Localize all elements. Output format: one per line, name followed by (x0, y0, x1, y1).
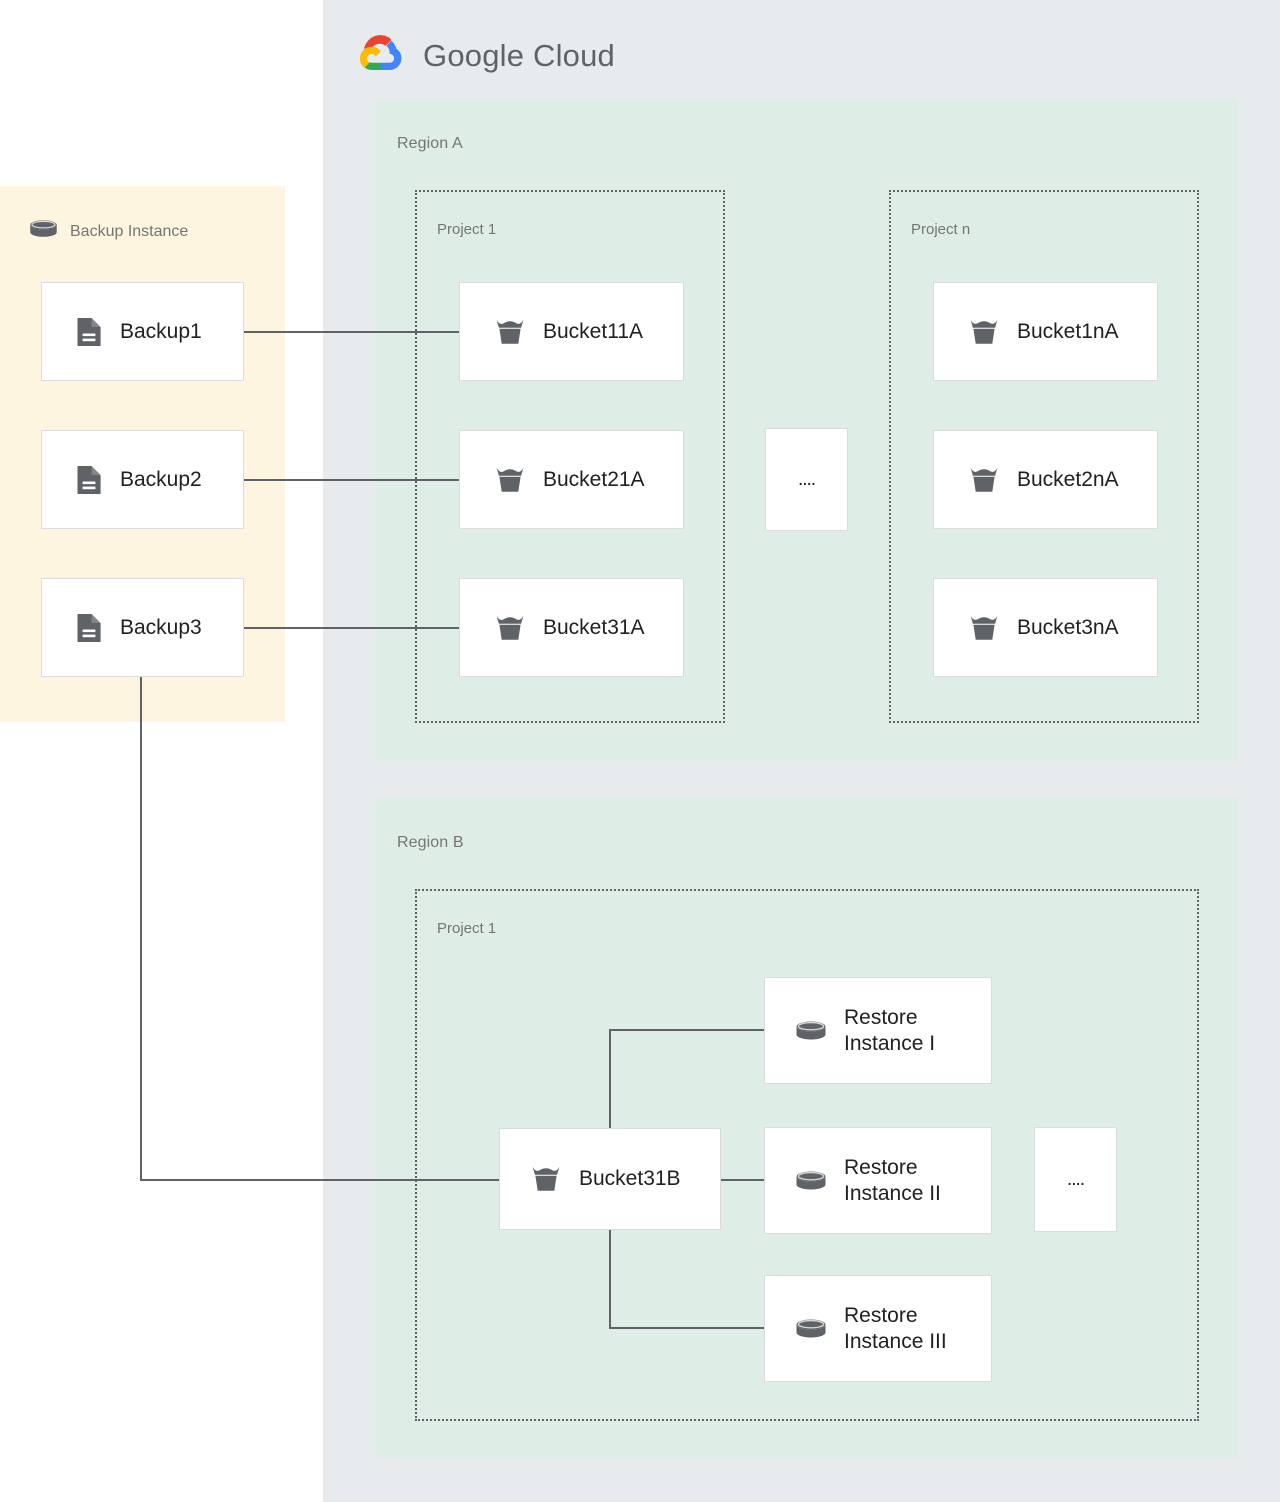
document-file-icon (75, 316, 103, 348)
brand-wordmark: Google Cloud (423, 38, 615, 74)
bucket-node-bucket31a[interactable]: Bucket31A (459, 578, 684, 677)
storage-bucket-icon (968, 465, 1000, 495)
backup-node-backup2[interactable]: Backup2 (41, 430, 244, 529)
brand-word-cloud: Cloud (533, 37, 615, 73)
storage-bucket-icon (494, 465, 526, 495)
database-cylinder-icon (28, 216, 59, 247)
node-label: Restore Instance I (844, 1005, 936, 1055)
bucket-node-bucket3na[interactable]: Bucket3nA (933, 578, 1158, 677)
region-a-label: Region A (397, 135, 463, 152)
restore-instance-node-iii[interactable]: Restore Instance III (764, 1275, 992, 1382)
node-label: Bucket21A (543, 467, 645, 491)
region-b-ellipsis-box: .... (1034, 1127, 1117, 1232)
backup-instance-title: Backup Instance (70, 222, 189, 240)
region-a-project-n-label: Project n (911, 221, 971, 238)
brand-word-google: Google (423, 37, 525, 73)
region-b-label: Region B (397, 834, 464, 851)
region-a-ellipsis-box: .... (765, 428, 848, 531)
region-a-project-1-boundary (415, 190, 725, 723)
node-label: Bucket31A (543, 615, 645, 639)
node-label: Bucket3nA (1017, 615, 1119, 639)
node-label: Bucket2nA (1017, 467, 1119, 491)
node-label: Restore Instance II (844, 1155, 941, 1205)
region-a-project-n-boundary (889, 190, 1199, 723)
node-label: Backup3 (120, 615, 202, 639)
ellipsis-label: .... (1066, 1168, 1085, 1190)
storage-bucket-icon (968, 317, 1000, 347)
document-file-icon (75, 464, 103, 496)
restore-instance-node-ii[interactable]: Restore Instance II (764, 1127, 992, 1234)
document-file-icon (75, 612, 103, 644)
node-label: Backup2 (120, 467, 202, 491)
google-cloud-logo: Google Cloud (357, 31, 615, 80)
database-cylinder-icon (794, 1017, 828, 1045)
node-label: Bucket11A (543, 319, 644, 343)
bucket-node-bucket2na[interactable]: Bucket2nA (933, 430, 1158, 529)
node-label: Bucket1nA (1017, 319, 1119, 343)
backup-node-backup1[interactable]: Backup1 (41, 282, 244, 381)
node-label: Restore Instance III (844, 1303, 947, 1353)
storage-bucket-icon (494, 613, 526, 643)
ellipsis-label: .... (797, 468, 816, 490)
database-cylinder-icon (794, 1167, 828, 1195)
storage-bucket-icon (494, 317, 526, 347)
storage-bucket-icon (968, 613, 1000, 643)
backup-node-backup3[interactable]: Backup3 (41, 578, 244, 677)
region-a-project-1-label: Project 1 (437, 221, 497, 238)
google-cloud-logo-icon (357, 31, 409, 80)
node-label: Backup1 (120, 319, 202, 343)
node-label: Bucket31B (579, 1167, 681, 1191)
backup-instance-header: Backup Instance (28, 216, 188, 247)
storage-bucket-icon (530, 1164, 562, 1194)
region-b-project-1-label: Project 1 (437, 920, 497, 937)
database-cylinder-icon (794, 1315, 828, 1343)
bucket-node-bucket1na[interactable]: Bucket1nA (933, 282, 1158, 381)
bucket-node-bucket31b[interactable]: Bucket31B (499, 1128, 721, 1230)
bucket-node-bucket21a[interactable]: Bucket21A (459, 430, 684, 529)
restore-instance-node-i[interactable]: Restore Instance I (764, 977, 992, 1084)
bucket-node-bucket11a[interactable]: Bucket11A (459, 282, 684, 381)
